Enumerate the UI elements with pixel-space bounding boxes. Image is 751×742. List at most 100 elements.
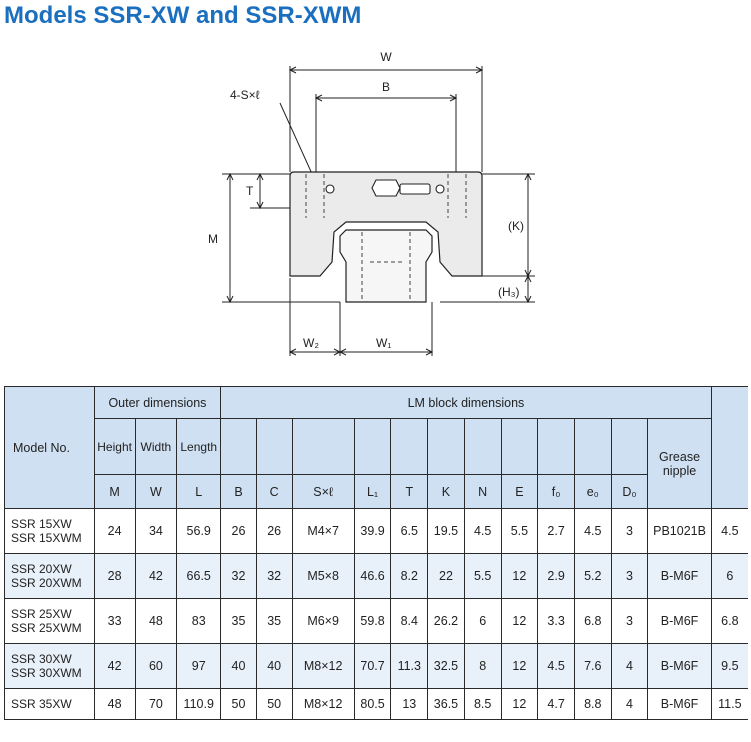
cell-s: M6×9 xyxy=(291,598,355,644)
cell-s: M8×12 xyxy=(291,643,355,689)
header-symbol-t: T xyxy=(390,474,429,509)
cell-w: 34 xyxy=(134,508,178,554)
dim-label-h3: (H₃) xyxy=(498,285,520,299)
cell-nipple: B-M6F xyxy=(647,598,712,644)
model-cell: SSR 35XW xyxy=(4,688,95,720)
header-blank xyxy=(463,418,502,475)
cell-n: 8 xyxy=(463,643,502,689)
cell-e: 12 xyxy=(500,643,539,689)
cell-l1: 80.5 xyxy=(353,688,392,720)
cell-k: 36.5 xyxy=(427,688,465,720)
model-name: SSR 25XWM xyxy=(11,621,82,635)
cell-l: 56.9 xyxy=(176,508,222,554)
cell-e0: 7.6 xyxy=(573,643,612,689)
cell-e: 12 xyxy=(500,688,539,720)
header-symbol-c: C xyxy=(255,474,293,509)
cross-section-drawing: W B 4-S×ℓ T M (K) (H₃) W₂ W₁ xyxy=(208,50,535,356)
cell-e0: 4.5 xyxy=(573,508,612,554)
header-blank xyxy=(500,418,539,475)
header-symbol-s-l: S×ℓ xyxy=(291,474,355,509)
cell-s: M4×7 xyxy=(291,508,355,554)
header-model-no: Model No. xyxy=(4,386,95,509)
header-symbol-e0: e₀ xyxy=(573,474,612,509)
header-outer-dimensions: Outer dimensions xyxy=(93,386,222,419)
cell-e: 12 xyxy=(500,553,539,599)
cell-nipple: PB1021B xyxy=(647,508,712,554)
cell-s: M5×8 xyxy=(291,553,355,599)
spec-table: Model No. Outer dimensions LM block dime… xyxy=(4,386,748,720)
cell-t: 6.5 xyxy=(390,508,429,554)
cell-m: 33 xyxy=(93,598,136,644)
cell-l1: 39.9 xyxy=(353,508,392,554)
cell-c: 50 xyxy=(255,688,293,720)
cell-k: 19.5 xyxy=(427,508,465,554)
cell-b: 35 xyxy=(220,598,257,644)
cell-t: 8.4 xyxy=(390,598,429,644)
model-name: SSR 20XWM xyxy=(11,576,82,590)
cell-e: 12 xyxy=(500,598,539,644)
cell-l: 110.9 xyxy=(176,688,222,720)
header-symbol-k: K xyxy=(427,474,465,509)
cell-f0: 3.3 xyxy=(537,598,575,644)
cell-e0: 5.2 xyxy=(573,553,612,599)
cell-h3: 9.5 xyxy=(710,643,748,689)
cell-n: 5.5 xyxy=(463,553,502,599)
cell-w: 70 xyxy=(134,688,178,720)
header-symbol-m: M xyxy=(93,474,136,509)
dim-label-s-l: 4-S×ℓ xyxy=(230,88,260,102)
header-symbol-f0: f₀ xyxy=(537,474,575,509)
header-symbol-e: E xyxy=(500,474,539,509)
cell-f0: 2.7 xyxy=(537,508,575,554)
header-grease-nipple: Grease nipple xyxy=(647,418,712,509)
cell-t: 11.3 xyxy=(390,643,429,689)
page-title: Models SSR-XW and SSR-XWM xyxy=(4,2,362,29)
dim-label-w2: W₂ xyxy=(303,336,319,350)
cell-l1: 70.7 xyxy=(353,643,392,689)
cell-n: 6 xyxy=(463,598,502,644)
cell-nipple: B-M6F xyxy=(647,643,712,689)
cell-w: 48 xyxy=(134,598,178,644)
cell-l: 66.5 xyxy=(176,553,222,599)
header-length: Length xyxy=(176,418,222,475)
dim-label-t: T xyxy=(246,184,254,198)
cell-c: 40 xyxy=(255,643,293,689)
cell-d0: 3 xyxy=(610,553,649,599)
cell-h3: 4.5 xyxy=(710,508,748,554)
header-blank xyxy=(610,418,649,475)
cell-e0: 6.8 xyxy=(573,598,612,644)
cell-k: 22 xyxy=(427,553,465,599)
header-blank xyxy=(291,418,355,475)
cell-d0: 3 xyxy=(610,508,649,554)
cell-m: 28 xyxy=(93,553,136,599)
cell-k: 32.5 xyxy=(427,643,465,689)
header-blank xyxy=(255,418,293,475)
cell-d0: 4 xyxy=(610,688,649,720)
header-h3-group xyxy=(710,386,748,509)
cell-b: 40 xyxy=(220,643,257,689)
header-symbol-b: B xyxy=(220,474,257,509)
cell-l: 83 xyxy=(176,598,222,644)
header-symbol-n: N xyxy=(463,474,502,509)
dim-label-w1: W₁ xyxy=(376,336,391,350)
header-blank xyxy=(220,418,257,475)
model-name: SSR 15XW xyxy=(11,517,72,531)
cell-t: 13 xyxy=(390,688,429,720)
cell-n: 8.5 xyxy=(463,688,502,720)
cell-nipple: B-M6F xyxy=(647,553,712,599)
header-lm-block-dimensions: LM block dimensions xyxy=(220,386,712,419)
cell-f0: 4.5 xyxy=(537,643,575,689)
cell-n: 4.5 xyxy=(463,508,502,554)
model-name: SSR 20XW xyxy=(11,562,72,576)
cell-f0: 2.9 xyxy=(537,553,575,599)
cell-f0: 4.7 xyxy=(537,688,575,720)
cell-h3: 6 xyxy=(710,553,748,599)
cell-l1: 59.8 xyxy=(353,598,392,644)
cell-b: 26 xyxy=(220,508,257,554)
